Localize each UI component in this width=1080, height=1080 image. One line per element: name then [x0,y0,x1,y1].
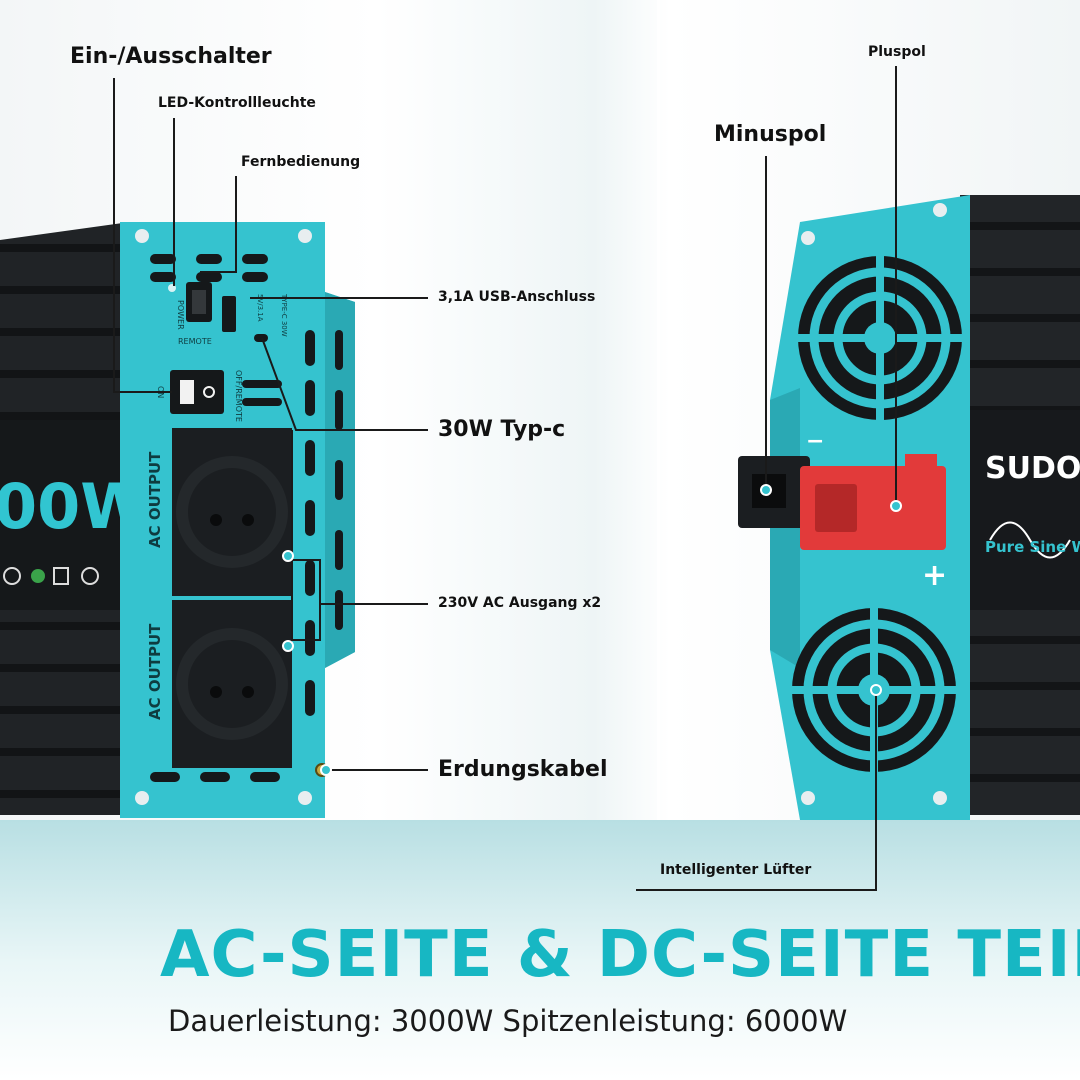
headline: AC-SEITE & DC-SEITE TEIL [160,918,1080,992]
svg-text:OFF/REMOTE: OFF/REMOTE [234,370,243,422]
typec-port [254,334,268,342]
svg-text:+: + [922,558,947,593]
ac-output-text-2: AC OUTPUT [146,623,164,720]
label-positive: Pluspol [868,44,926,60]
rohs-icon [31,569,45,583]
callout-lines [113,66,897,891]
label-fan: Intelligenter Lüfter [660,862,812,878]
svg-text:POWER: POWER [176,300,185,330]
power-rating: Dauerleistung: 3000W Spitzenleistung: 60… [168,1004,848,1038]
power-switch [170,370,224,414]
label-ac-output: 230V AC Ausgang x2 [438,595,602,611]
dc-side-device: SUDOK Pure Sine Wav [738,195,1080,820]
svg-text:−: − [806,429,824,454]
ac-output-text-1: AC OUTPUT [146,451,164,548]
label-usb: 3,1A USB-Anschluss [438,289,596,305]
label-led: LED-Kontrollleuchte [158,95,316,111]
usb-port [222,296,236,332]
photo-divider [657,0,660,820]
weee-icon [53,567,69,585]
recycle-icon [81,567,99,585]
label-ground: Erdungskabel [438,757,608,782]
background-bottom [0,820,1080,1080]
svg-text:5V/3.1A: 5V/3.1A [256,294,264,322]
left-housing-label-area [0,420,130,610]
cooling-fan-top [798,256,962,420]
ce-icon [3,567,21,585]
tagline-text: Pure Sine Wav [985,538,1080,556]
brand-text: SUDOK [985,451,1080,486]
svg-text:TYPE-C 30W: TYPE-C 30W [280,293,288,337]
right-housing-label-area [965,410,1080,610]
ac-side-device: 00W [0,222,355,818]
label-switch: Ein-/Ausschalter [70,44,272,69]
label-typec: 30W Typ-c [438,417,566,442]
label-remote: Fernbedienung [241,154,361,170]
svg-text:REMOTE: REMOTE [178,337,212,346]
label-negative: Minuspol [714,122,827,147]
